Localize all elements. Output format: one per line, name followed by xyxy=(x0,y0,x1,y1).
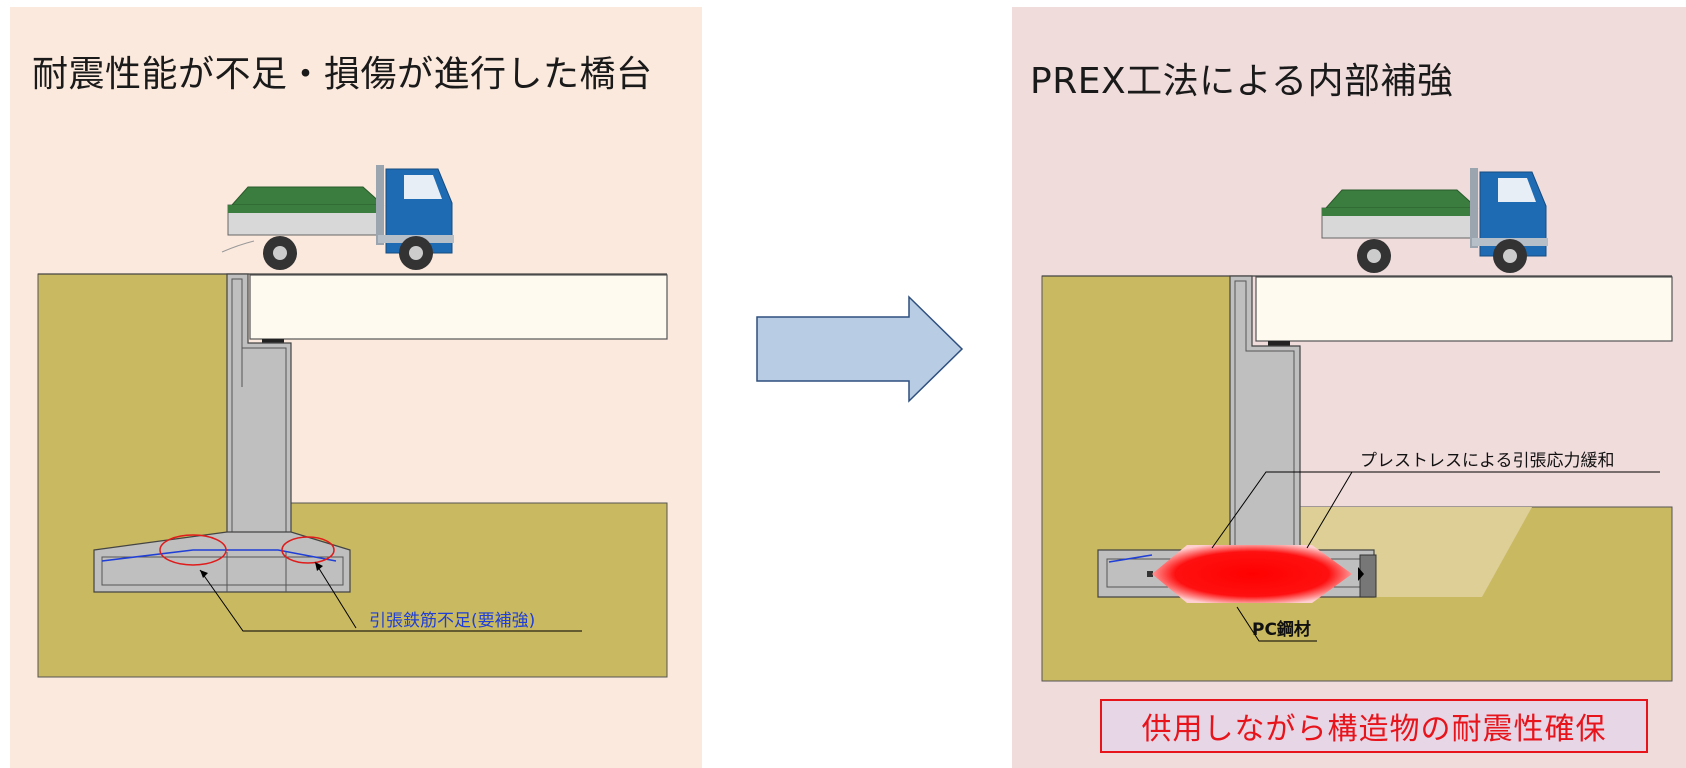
callout-leader xyxy=(1236,606,1317,642)
before-title: 耐震性能が不足・損傷が進行した橋台 xyxy=(32,54,653,95)
rebar-callout-label: 引張鉄筋不足(要補強) xyxy=(369,611,535,631)
callout-leader xyxy=(314,561,357,629)
callout-leader xyxy=(1306,471,1353,549)
rebar-line xyxy=(101,549,337,562)
bridge-deck xyxy=(1255,276,1673,342)
rebar-line xyxy=(1108,554,1153,563)
right-arrow-icon xyxy=(756,295,964,403)
truck-icon xyxy=(1321,168,1548,273)
damage-circle xyxy=(159,534,227,566)
pc-steel-callout-label: PC鋼材 xyxy=(1252,619,1311,640)
before-panel: 耐震性能が不足・損傷が進行した橋台 引張鉄筋不足(要補強) xyxy=(10,7,702,768)
bridge-deck xyxy=(249,274,668,340)
anchor-plate xyxy=(1359,554,1377,598)
damage-circle xyxy=(281,536,335,564)
callout-leader xyxy=(1211,471,1660,549)
safety-banner: 供用しながら構造物の耐震性確保 xyxy=(1100,699,1648,753)
after-panel: PREX工法による内部補強 プレストレスに xyxy=(1012,7,1686,768)
prestress-zone xyxy=(1152,545,1352,603)
prestress-callout-label: プレストレスによる引張応力緩和 xyxy=(1360,451,1615,471)
after-abutment-diagram: プレストレスによる引張応力緩和 PC鋼材 xyxy=(1041,168,1673,682)
after-title: PREX工法による内部補強 xyxy=(1030,61,1454,102)
bearing-pad xyxy=(1268,341,1290,348)
callout-leader xyxy=(199,569,582,632)
truck-icon xyxy=(221,165,454,270)
before-abutment-diagram: 引張鉄筋不足(要補強) xyxy=(37,165,668,678)
